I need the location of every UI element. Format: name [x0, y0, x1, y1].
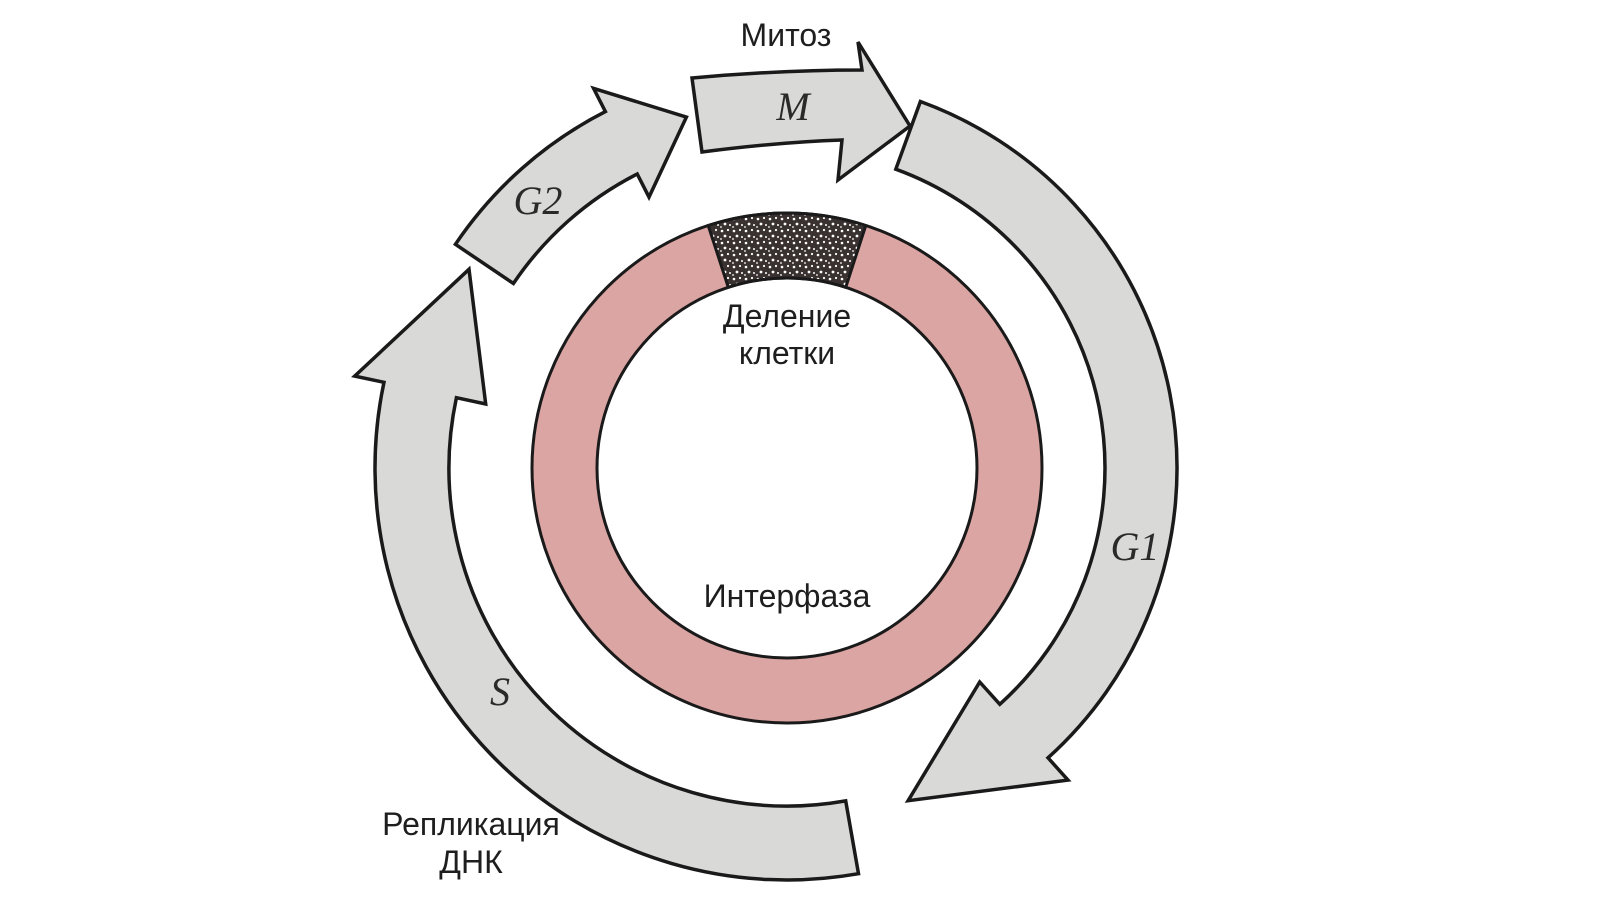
m-phase-arrow [690, 41, 913, 184]
cell-division-segment [706, 211, 868, 290]
dna-replication-label-line2: ДНК [439, 844, 503, 880]
interphase-ring [530, 211, 1044, 725]
cell-division-label-line1: Деление [723, 298, 851, 334]
s-phase-arrow [351, 265, 861, 882]
g1-phase-arrow [893, 99, 1179, 803]
cell-division-label-line2: клетки [739, 335, 835, 371]
phase-label-g2: G2 [514, 178, 563, 223]
phase-label-g1: G1 [1111, 524, 1160, 569]
phase-label-s: S [490, 669, 510, 714]
phase-label-m: M [775, 84, 812, 129]
dna-replication-label-line1: Репликация [382, 806, 560, 842]
g2-phase-arrow [452, 85, 689, 286]
mitosis-label: Митоз [741, 17, 832, 53]
interphase-label: Интерфаза [704, 578, 871, 614]
